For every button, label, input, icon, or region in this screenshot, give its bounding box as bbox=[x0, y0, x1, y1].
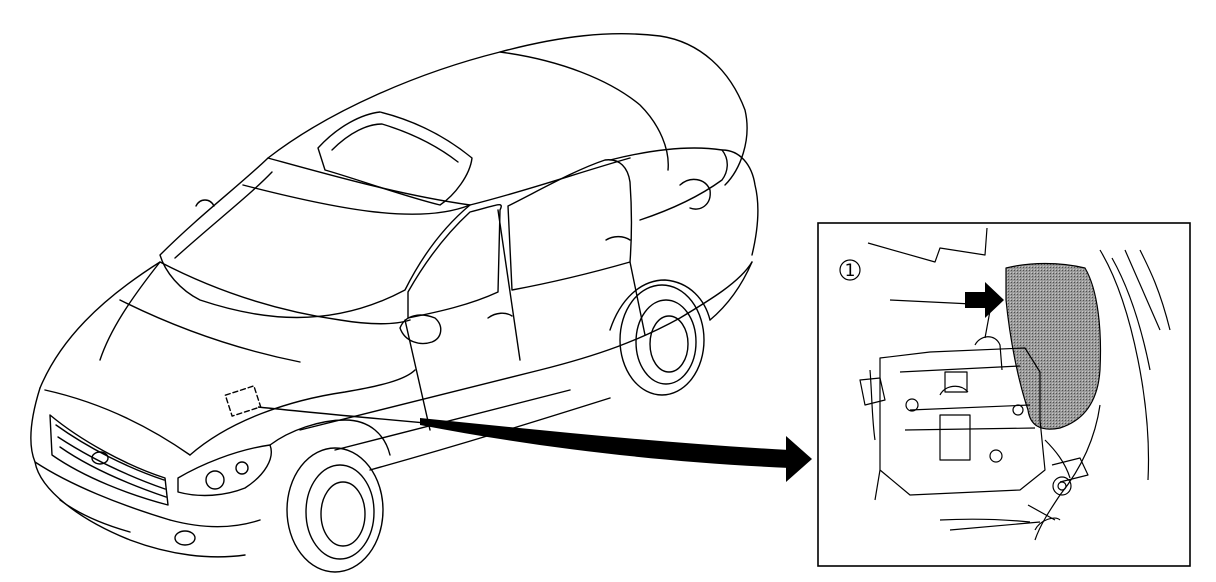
front-wheel bbox=[286, 447, 384, 573]
rear-wheel bbox=[619, 284, 705, 396]
target-arrow bbox=[965, 282, 1004, 318]
engine-compartment-detail: 1 bbox=[817, 222, 1191, 567]
location-dashed-box bbox=[224, 385, 262, 417]
leader-arrow bbox=[257, 406, 812, 482]
callout-1-label: 1 bbox=[845, 261, 856, 281]
highlighted-component bbox=[1005, 262, 1102, 430]
badge-emblem bbox=[91, 451, 109, 465]
vehicle-illustration bbox=[30, 33, 759, 573]
callout-1: 1 bbox=[839, 259, 861, 281]
